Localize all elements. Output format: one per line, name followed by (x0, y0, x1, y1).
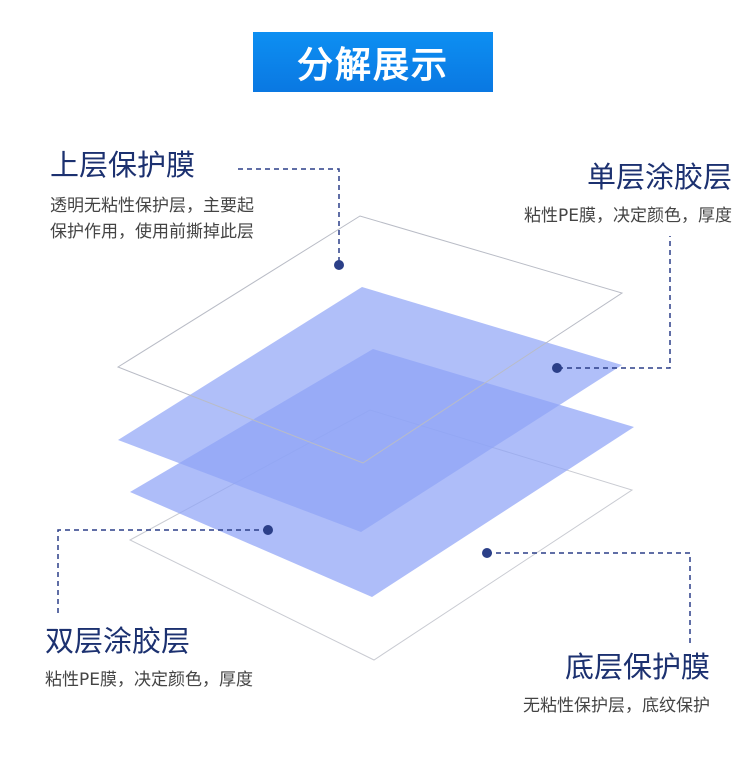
label-top-film-desc-line: 保护作用，使用前撕掉此层 (50, 221, 254, 242)
banner-title: 分解展示 (296, 45, 449, 86)
label-double-adhesive: 双层涂胶层 粘性PE膜，决定颜色，厚度 (45, 624, 253, 693)
label-bottom-film-title: 底层保护膜 (564, 650, 710, 684)
single-adhesive-layer (118, 287, 622, 532)
label-single-adhesive-desc: 粘性PE膜，决定颜色，厚度 (524, 205, 732, 226)
label-single-adhesive-title: 单层涂胶层 (586, 160, 732, 194)
leader-dot-bottom-film (482, 548, 492, 558)
label-double-adhesive-title: 双层涂胶层 (45, 624, 191, 658)
leader-bottom-film (487, 552, 691, 643)
leader-dot-double-adhesive (263, 525, 273, 535)
leader-double-adhesive (57, 529, 268, 616)
label-top-film: 上层保护膜 透明无粘性保护层，主要起 保护作用，使用前撕掉此层 (50, 148, 254, 245)
label-top-film-desc: 透明无粘性保护层，主要起 保护作用，使用前撕掉此层 (50, 193, 254, 245)
top-protective-film (116, 215, 624, 464)
title-banner: 分解展示 (253, 32, 493, 92)
label-bottom-film: 底层保护膜 无粘性保护层，底纹保护 (523, 650, 710, 719)
leader-single-adhesive (558, 236, 671, 369)
leader-dot-single-adhesive (552, 363, 562, 373)
label-double-adhesive-desc: 粘性PE膜，决定颜色，厚度 (45, 669, 253, 690)
label-top-film-desc-line: 透明无粘性保护层，主要起 (50, 195, 254, 216)
label-single-adhesive: 单层涂胶层 粘性PE膜，决定颜色，厚度 (524, 160, 732, 229)
label-bottom-film-desc: 无粘性保护层，底纹保护 (523, 695, 710, 716)
leader-top-film (238, 168, 340, 264)
leader-dot-top-film (334, 260, 344, 270)
label-top-film-title: 上层保护膜 (50, 148, 196, 182)
